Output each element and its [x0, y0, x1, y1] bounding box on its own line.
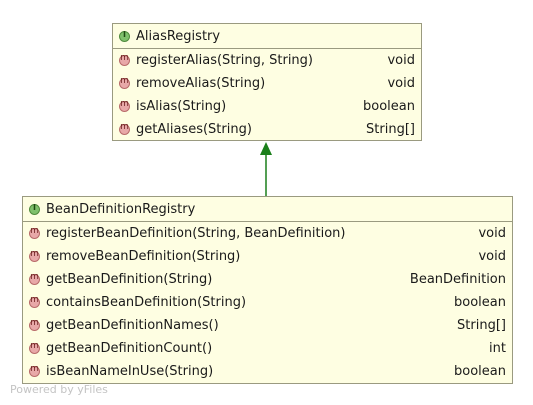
method-icon — [29, 341, 40, 354]
method-name: getAliases(String) — [136, 122, 252, 137]
method-icon — [29, 249, 40, 262]
method-return-type: void — [478, 249, 506, 264]
method-icon — [29, 226, 40, 239]
method-icon — [119, 122, 130, 135]
alias-registry-node[interactable]: AliasRegistry registerAlias(String, Stri… — [112, 23, 422, 141]
method-icon — [29, 318, 40, 331]
alias-registry-title: AliasRegistry — [136, 28, 221, 44]
method-row[interactable]: registerAlias(String, String) void — [113, 49, 421, 72]
method-row[interactable]: removeBeanDefinition(String) void — [23, 245, 512, 268]
method-name: getBeanDefinition(String) — [46, 272, 213, 287]
method-icon — [119, 53, 130, 66]
method-name: getBeanDefinitionNames() — [46, 318, 219, 333]
alias-registry-header: AliasRegistry — [113, 24, 421, 49]
interface-icon — [29, 203, 40, 215]
method-return-type: boolean — [363, 99, 415, 114]
bean-definition-registry-title: BeanDefinitionRegistry — [46, 201, 196, 217]
method-icon — [29, 364, 40, 377]
method-return-type: void — [387, 76, 415, 91]
method-return-type: String[] — [457, 318, 506, 333]
method-return-type: boolean — [454, 364, 506, 379]
method-return-type: void — [478, 226, 506, 241]
method-name: registerAlias(String, String) — [136, 53, 313, 68]
method-row[interactable]: getBeanDefinition(String) BeanDefinition — [23, 268, 512, 291]
yfiles-watermark: Powered by yFiles — [10, 383, 108, 396]
method-icon — [119, 76, 130, 89]
method-icon — [119, 99, 130, 112]
method-name: removeBeanDefinition(String) — [46, 249, 241, 264]
method-icon — [29, 295, 40, 308]
method-name: getBeanDefinitionCount() — [46, 341, 213, 356]
interface-icon — [119, 30, 130, 42]
method-row[interactable]: containsBeanDefinition(String) boolean — [23, 291, 512, 314]
method-name: containsBeanDefinition(String) — [46, 295, 247, 310]
bean-definition-registry-header: BeanDefinitionRegistry — [23, 197, 512, 222]
method-return-type: String[] — [366, 122, 415, 137]
method-name: isAlias(String) — [136, 99, 227, 114]
method-row[interactable]: getAliases(String) String[] — [113, 118, 421, 141]
method-return-type: boolean — [454, 295, 506, 310]
method-name: registerBeanDefinition(String, BeanDefin… — [46, 226, 346, 241]
method-return-type: int — [489, 341, 506, 356]
bean-definition-registry-node[interactable]: BeanDefinitionRegistry registerBeanDefin… — [22, 196, 513, 384]
method-row[interactable]: isBeanNameInUse(String) boolean — [23, 360, 512, 383]
method-row[interactable]: registerBeanDefinition(String, BeanDefin… — [23, 222, 512, 245]
method-icon — [29, 272, 40, 285]
method-return-type: BeanDefinition — [409, 272, 506, 287]
method-return-type: void — [387, 53, 415, 68]
inheritance-arrowhead — [260, 142, 272, 155]
method-row[interactable]: getBeanDefinitionNames() String[] — [23, 314, 512, 337]
method-name: removeAlias(String) — [136, 76, 266, 91]
method-row[interactable]: removeAlias(String) void — [113, 72, 421, 95]
method-row[interactable]: isAlias(String) boolean — [113, 95, 421, 118]
method-row[interactable]: getBeanDefinitionCount() int — [23, 337, 512, 360]
method-name: isBeanNameInUse(String) — [46, 364, 214, 379]
